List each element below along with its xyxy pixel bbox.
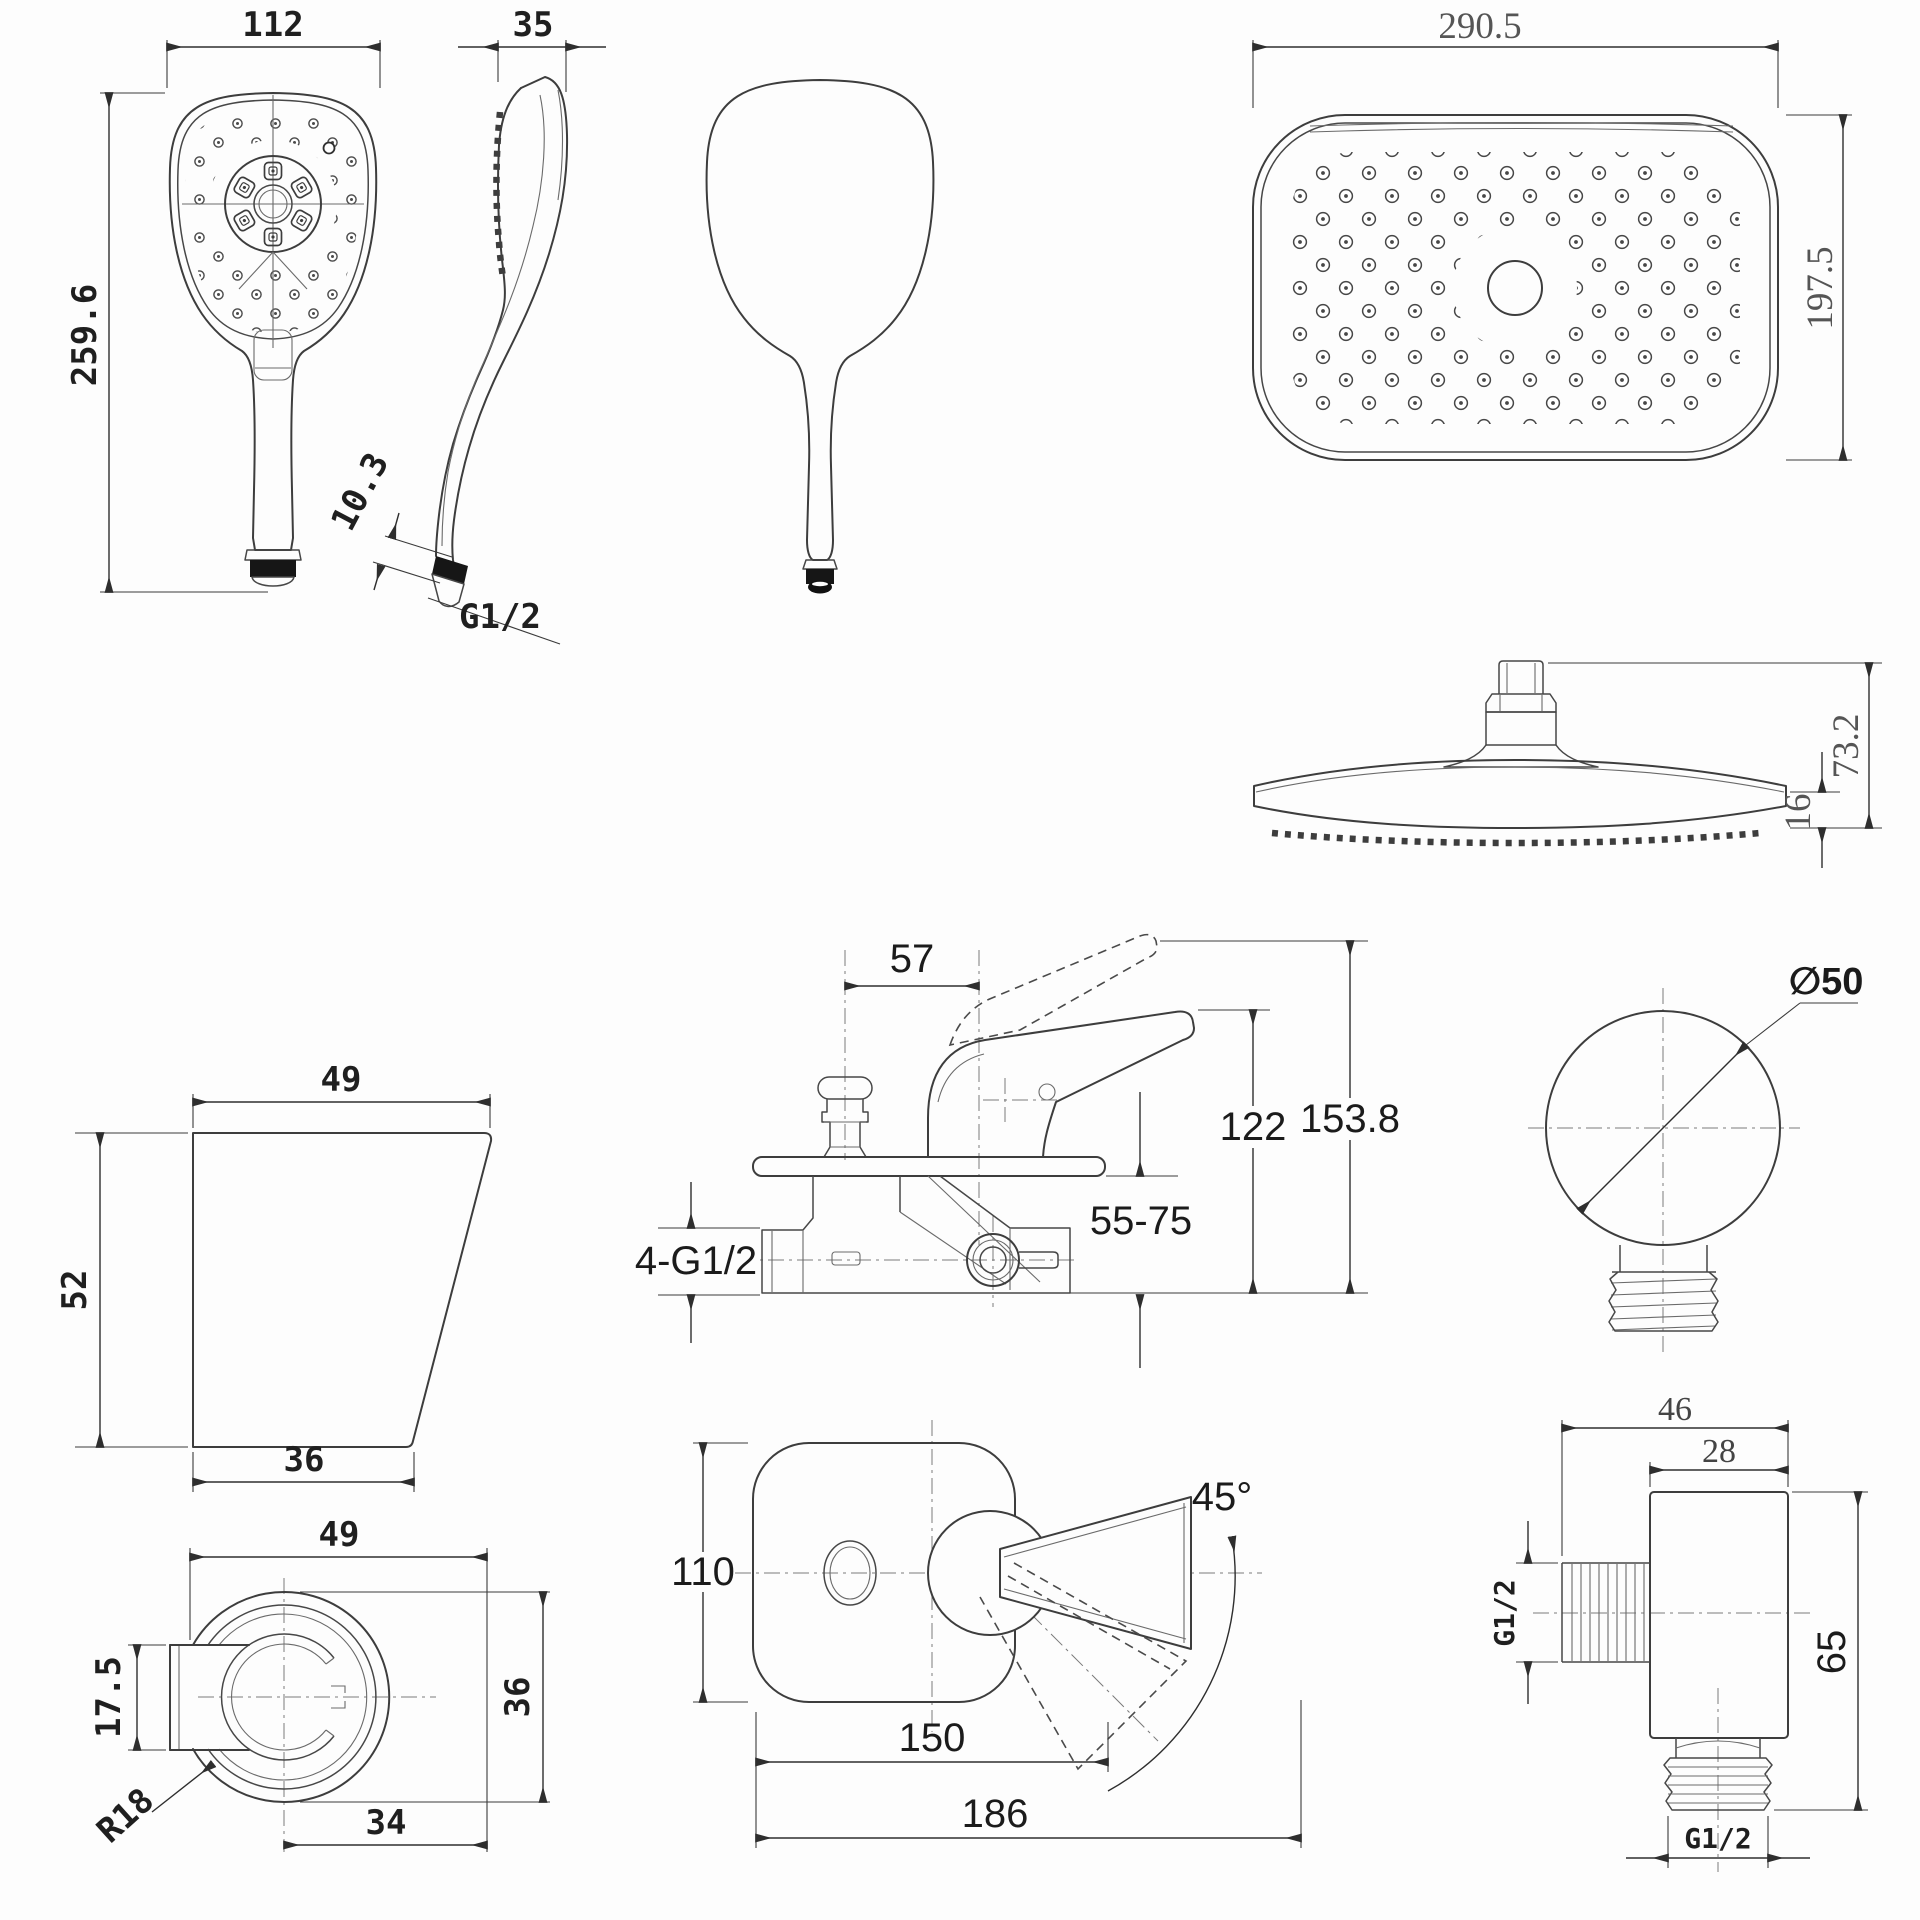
bracket-wedge-view: 49 52 36 (55, 1060, 493, 1492)
dim-label-elbow-width: 46 (1658, 1391, 1692, 1428)
mixer-valve-view: 57 4-G1/2 (630, 933, 1402, 1368)
dim-label-mount-stem: 17.5 (89, 1656, 129, 1738)
outlet-round-view: ∅50 (1528, 961, 1863, 1352)
dim-label-bracket-height: 52 (55, 1270, 95, 1311)
dim-label-outlet-diameter: ∅50 (1789, 961, 1864, 1003)
dim-label-holder-center: 150 (899, 1716, 966, 1760)
dim-label-mixer-total-height: 153.8 (1300, 1097, 1400, 1141)
dim-label-mixer-depth-range: 55-75 (1090, 1199, 1192, 1243)
dim-label-handheld-width: 112 (242, 5, 303, 45)
mode-indicator-hole (322, 141, 336, 155)
dim-label-mount-radius: R18 (89, 1780, 161, 1851)
dim-label-mixer-offset: 57 (890, 937, 935, 981)
overhead-side-view: 73.2 16 (1253, 660, 1882, 868)
wall-mount-view: 49 17.5 R18 34 36 (89, 1515, 550, 1852)
dim-label-elbow-thread-bottom: G1/2 (1684, 1822, 1751, 1855)
holder-plate-view: 45° 110 150 186 (671, 1420, 1302, 1848)
dim-label-overhead-rim: 16 (1778, 794, 1819, 831)
dim-label-overhead-depth: 73.2 (1826, 714, 1867, 779)
dim-label-bracket-bottom: 36 (284, 1440, 325, 1480)
spray-nozzle-squares (233, 161, 313, 247)
overhead-top-view: 290.5 197.5 (1252, 6, 1852, 461)
handheld-back-view (705, 79, 935, 594)
dim-label-mount-width: 49 (319, 1515, 360, 1555)
dim-label-side-edge: 10.3 (323, 446, 397, 537)
dim-label-elbow-height: 65 (1810, 1630, 1854, 1675)
dim-label-side-thread: G1/2 (459, 597, 541, 637)
handheld-side-view: 35 10.3 G1/2 (323, 5, 606, 645)
outlet-elbow-view: 46 28 G1/2 65 G1/2 (1488, 1391, 1868, 1872)
dim-label-overhead-height: 197.5 (1800, 246, 1841, 329)
dim-label-handheld-height: 259.6 (65, 284, 105, 386)
dim-label-mixer-ports: 4-G1/2 (635, 1239, 757, 1283)
dim-label-mount-offset: 34 (366, 1803, 407, 1843)
handheld-front-view: 112 259.6 (65, 5, 381, 593)
dim-label-side-width: 35 (513, 5, 554, 45)
dim-label-bracket-top: 49 (321, 1060, 362, 1100)
dim-label-holder-angle: 45° (1192, 1475, 1253, 1519)
dim-label-overhead-width: 290.5 (1438, 6, 1521, 47)
dim-label-holder-width: 186 (962, 1792, 1029, 1836)
dim-label-elbow-thread-side: G1/2 (1488, 1579, 1521, 1646)
dim-label-holder-height: 110 (671, 1550, 735, 1594)
dim-label-mount-height: 36 (498, 1677, 538, 1718)
dim-label-elbow-body: 28 (1702, 1433, 1736, 1470)
dim-label-mixer-lever-height: 122 (1220, 1105, 1287, 1149)
